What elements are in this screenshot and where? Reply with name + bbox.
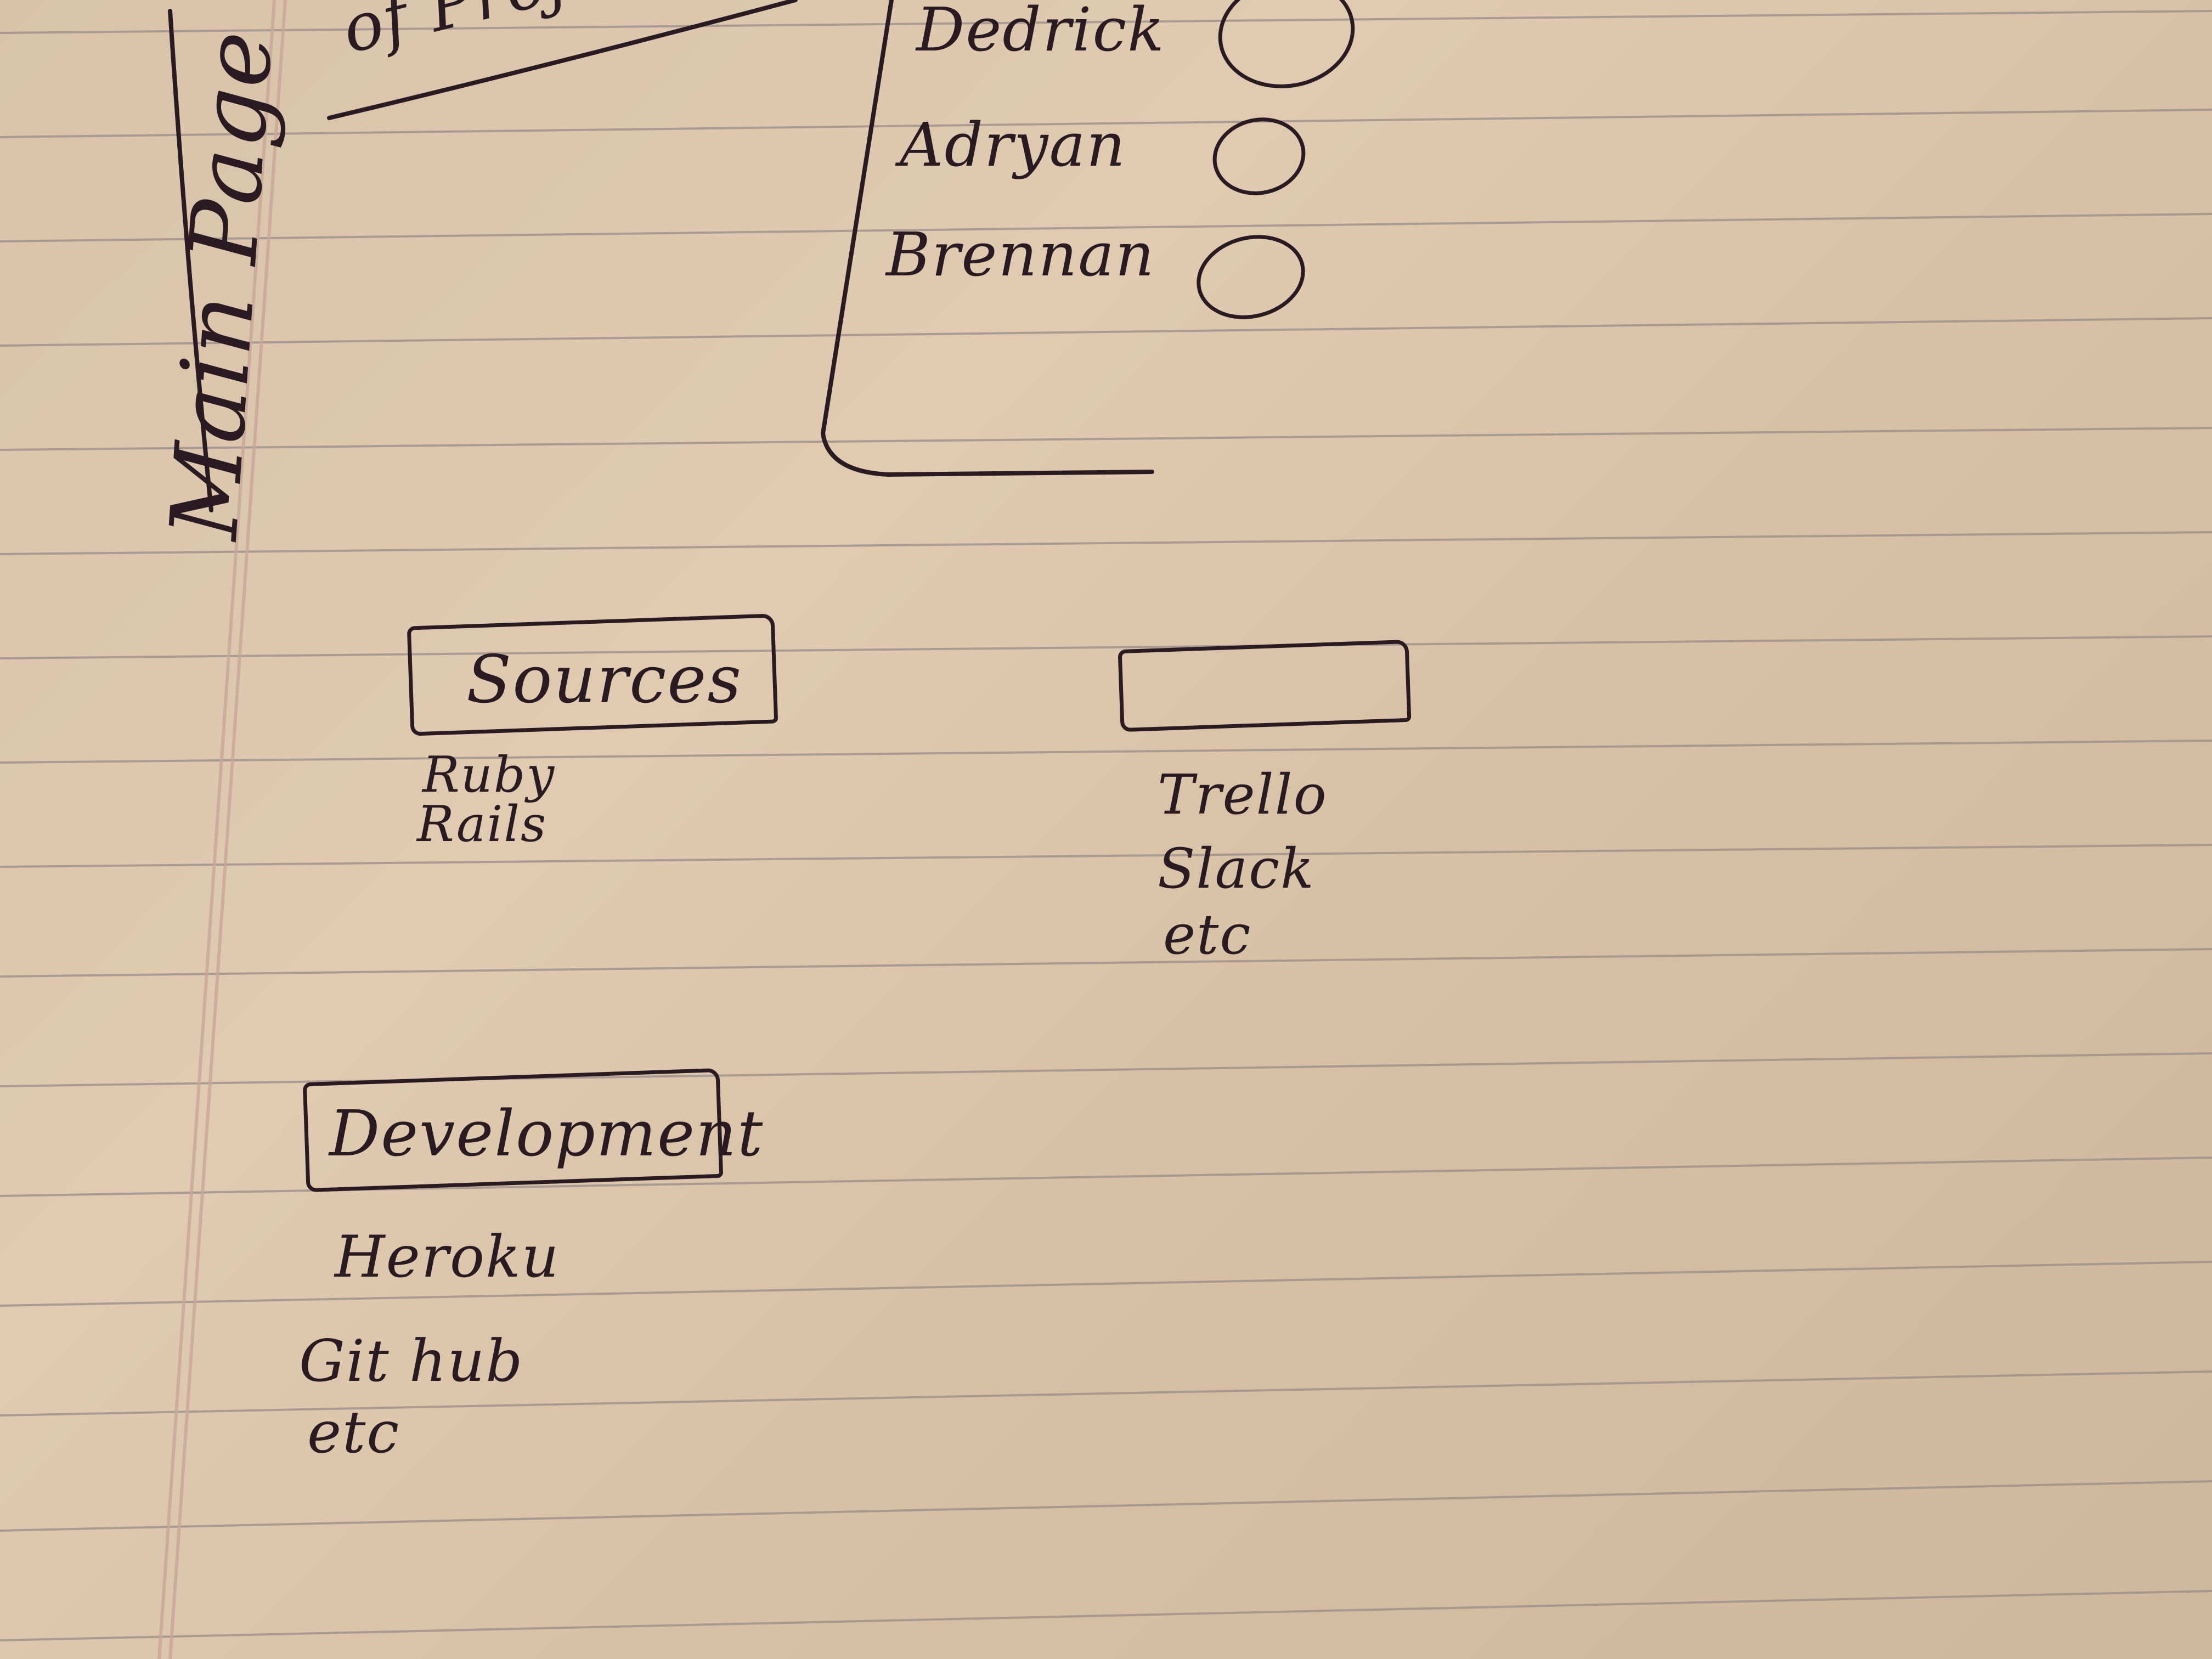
tools-item[interactable]: Trello bbox=[1158, 763, 1328, 827]
margin-lines bbox=[157, 0, 287, 1659]
sources-item[interactable]: Rails bbox=[417, 795, 548, 853]
sketch-strokes bbox=[168, 0, 1154, 512]
sources-item[interactable]: Ruby bbox=[422, 746, 556, 804]
development-item[interactable]: Heroku bbox=[335, 1223, 560, 1290]
tools-item[interactable]: Slack bbox=[1158, 837, 1315, 901]
development-item[interactable]: etc bbox=[307, 1399, 400, 1466]
development-item[interactable]: Git hub bbox=[299, 1328, 524, 1395]
team-member-name: Dedrick bbox=[916, 0, 1165, 65]
team-member-name: Brennan bbox=[886, 219, 1155, 290]
tools-item[interactable]: etc bbox=[1163, 902, 1252, 967]
development-heading: Development bbox=[329, 1097, 764, 1171]
ruled-lines bbox=[0, 10, 2212, 1641]
tools-heading-box[interactable] bbox=[1118, 639, 1412, 732]
sources-heading: Sources bbox=[466, 642, 742, 718]
team-member-name: Adryan bbox=[900, 110, 1127, 180]
